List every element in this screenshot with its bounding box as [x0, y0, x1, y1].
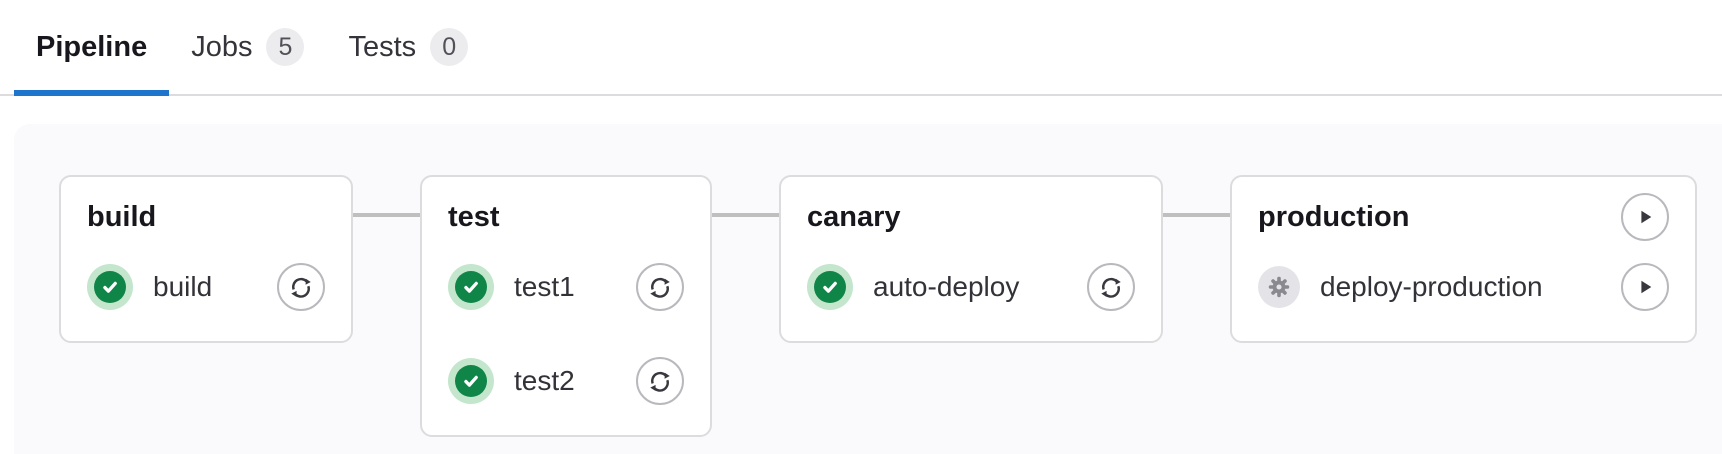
stage-connector [712, 213, 779, 217]
stage-title: build [87, 201, 157, 233]
job-row[interactable]: deploy-production [1258, 263, 1669, 311]
play-icon [1641, 210, 1652, 224]
jobs-count-badge: 5 [266, 28, 305, 66]
stage-title: canary [807, 201, 901, 233]
job-name: auto-deploy [873, 271, 1020, 302]
stage-card-test: test test1 [420, 175, 712, 437]
tab-pipeline-label: Pipeline [36, 30, 148, 63]
job-row[interactable]: test1 [448, 263, 684, 311]
job-row[interactable]: build [87, 263, 325, 311]
stage-title: test [448, 201, 500, 233]
stage-connector [353, 213, 420, 217]
stage-title: production [1258, 201, 1410, 233]
job-row[interactable]: auto-deploy [807, 263, 1135, 311]
status-success-icon [448, 264, 494, 310]
job-name: build [153, 271, 213, 302]
retry-job-button[interactable] [1087, 263, 1135, 311]
tab-pipeline[interactable]: Pipeline [14, 0, 170, 96]
tab-jobs[interactable]: Jobs 5 [169, 0, 326, 94]
play-stage-button[interactable] [1621, 193, 1669, 241]
job-name: deploy-production [1320, 271, 1543, 302]
retry-job-button[interactable] [636, 263, 684, 311]
job-name: test2 [514, 365, 575, 396]
stage-card-canary: canary auto-deploy [779, 175, 1163, 343]
pipeline-graph-panel: build build [14, 124, 1722, 454]
play-job-button[interactable] [1621, 263, 1669, 311]
tab-tests-label: Tests [348, 30, 417, 63]
stage-card-build: build build [59, 175, 353, 343]
play-icon [1641, 280, 1652, 294]
retry-job-button[interactable] [636, 357, 684, 405]
tab-jobs-label: Jobs [191, 30, 253, 63]
tab-tests[interactable]: Tests 0 [326, 0, 490, 94]
retry-icon [1101, 277, 1121, 298]
job-row[interactable]: test2 [448, 357, 684, 405]
retry-icon [291, 277, 311, 298]
pipeline-stages: build build [59, 175, 1722, 437]
status-success-icon [87, 264, 133, 310]
pipeline-tabs: Pipeline Jobs 5 Tests 0 [0, 0, 1722, 96]
status-manual-icon [1258, 266, 1300, 308]
stage-connector [1163, 213, 1230, 217]
status-success-icon [807, 264, 853, 310]
retry-icon [650, 371, 670, 392]
job-name: test1 [514, 271, 575, 302]
stage-card-production: production [1230, 175, 1697, 343]
status-success-icon [448, 358, 494, 404]
retry-icon [650, 277, 670, 298]
tests-count-badge: 0 [430, 28, 469, 66]
retry-job-button[interactable] [277, 263, 325, 311]
